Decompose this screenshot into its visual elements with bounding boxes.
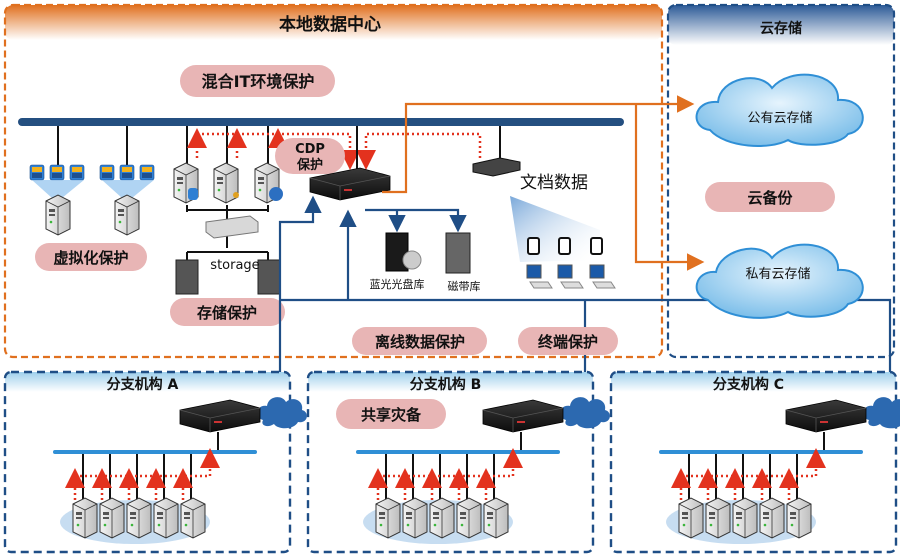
desktop-icon <box>589 264 605 279</box>
storage-label: storage <box>210 258 259 273</box>
desktop-icon <box>557 264 573 279</box>
document-beam <box>510 196 600 262</box>
branch-server-icon <box>402 497 428 539</box>
branch-backup-appliance-icon[interactable] <box>482 399 564 433</box>
branch-server-icon <box>72 497 98 539</box>
public-cloud-label: 公有云存储 <box>747 111 812 126</box>
branch-server-icon <box>99 497 125 539</box>
local-datacenter-title: 本地数据中心 <box>279 14 381 35</box>
cloud-storage-title: 云存储 <box>760 20 802 37</box>
branch-server-icon <box>375 497 401 539</box>
vm-host-1 <box>29 164 85 236</box>
branch-title: 分支机构 C <box>713 376 784 393</box>
svg-text:CDP: CDP <box>295 142 325 157</box>
wan-cloud-icon <box>560 397 610 429</box>
storage-protection-badge <box>170 298 285 326</box>
wan-cloud-icon <box>863 397 900 429</box>
branch-server-icon <box>153 497 179 539</box>
offline-badge: 离线数据保护 <box>352 327 487 355</box>
cdp-flow <box>187 128 482 170</box>
cloud-backup-badge: 云备份 <box>705 182 835 212</box>
svg-text:云备份: 云备份 <box>747 189 793 207</box>
branch-panel-a: 分支机构 A <box>3 370 307 554</box>
branches: 分支机构 A 分支机构 B 共享灾备 分支机构 C <box>3 370 900 554</box>
phone-icon <box>558 237 571 255</box>
offline-flow <box>278 195 892 385</box>
local-datacenter-panel: 本地数据中心 <box>3 3 664 359</box>
private-cloud[interactable]: 私有云存储 <box>695 243 864 319</box>
desktop-icon <box>526 264 542 279</box>
svg-text:保护: 保护 <box>296 157 323 173</box>
bluray-label: 蓝光光盘库 <box>370 277 425 291</box>
document-server-icon <box>472 157 521 177</box>
branch-backup-appliance-icon[interactable] <box>785 399 867 433</box>
server-icon <box>45 194 71 236</box>
svg-text:混合IT环境保护: 混合IT环境保护 <box>202 72 315 91</box>
branch-server-icon <box>483 497 509 539</box>
shared-dr-label: 共享灾备 <box>361 406 422 424</box>
storage-array-icon <box>257 259 281 295</box>
storage-array-icon <box>175 259 199 295</box>
phone-icon <box>527 237 540 255</box>
branch-backup-appliance-icon[interactable] <box>179 399 261 433</box>
vm-host-2 <box>99 164 155 236</box>
branch-server-icon <box>705 497 731 539</box>
branch-server-icon <box>759 497 785 539</box>
cdp-badge: CDP 保护 <box>275 138 345 174</box>
branch-server-icon <box>126 497 152 539</box>
virtualization-group: 虚拟化保护 <box>29 126 155 271</box>
branch-title: 分支机构 B <box>410 376 482 393</box>
branch-server-icon <box>180 497 206 539</box>
storage-group: storage 存储保护 <box>170 126 285 326</box>
branch-server-icon <box>786 497 812 539</box>
server-icon <box>114 194 140 236</box>
branch-server-icon <box>429 497 455 539</box>
public-cloud[interactable]: 公有云存储 <box>695 73 864 147</box>
branch-server-icon <box>732 497 758 539</box>
switch-icon <box>205 215 259 239</box>
storage-protection-label: 存储保护 <box>197 304 257 322</box>
svg-text:离线数据保护: 离线数据保护 <box>375 333 465 351</box>
private-cloud-label: 私有云存储 <box>745 267 810 282</box>
tape-library: 磁带库 <box>445 232 481 293</box>
virtualization-badge <box>35 243 147 271</box>
branch-title: 分支机构 A <box>107 376 179 393</box>
branch-server-icon <box>456 497 482 539</box>
wan-cloud-icon <box>257 397 307 429</box>
branch-panel-b: 分支机构 B 共享灾备 <box>306 370 610 554</box>
branch-panel-c: 分支机构 C <box>609 370 900 554</box>
phone-icon <box>590 237 603 255</box>
tape-label: 磁带库 <box>448 280 481 293</box>
tape-library-icon <box>445 232 471 274</box>
cloud-replication-flow <box>382 95 705 271</box>
cloud-storage-panel: 云存储 <box>666 3 896 359</box>
virtualization-label: 虚拟化保护 <box>53 249 128 267</box>
documents-label: 文档数据 <box>520 173 588 193</box>
hybrid-it-badge: 混合IT环境保护 <box>180 65 335 97</box>
svg-text:终端保护: 终端保护 <box>538 333 598 351</box>
endpoint-badge: 终端保护 <box>518 327 618 355</box>
bluray-library: 蓝光光盘库 <box>370 232 425 291</box>
endpoint-devices <box>526 237 616 289</box>
branch-server-icon <box>678 497 704 539</box>
shared-dr-badge <box>336 399 446 429</box>
